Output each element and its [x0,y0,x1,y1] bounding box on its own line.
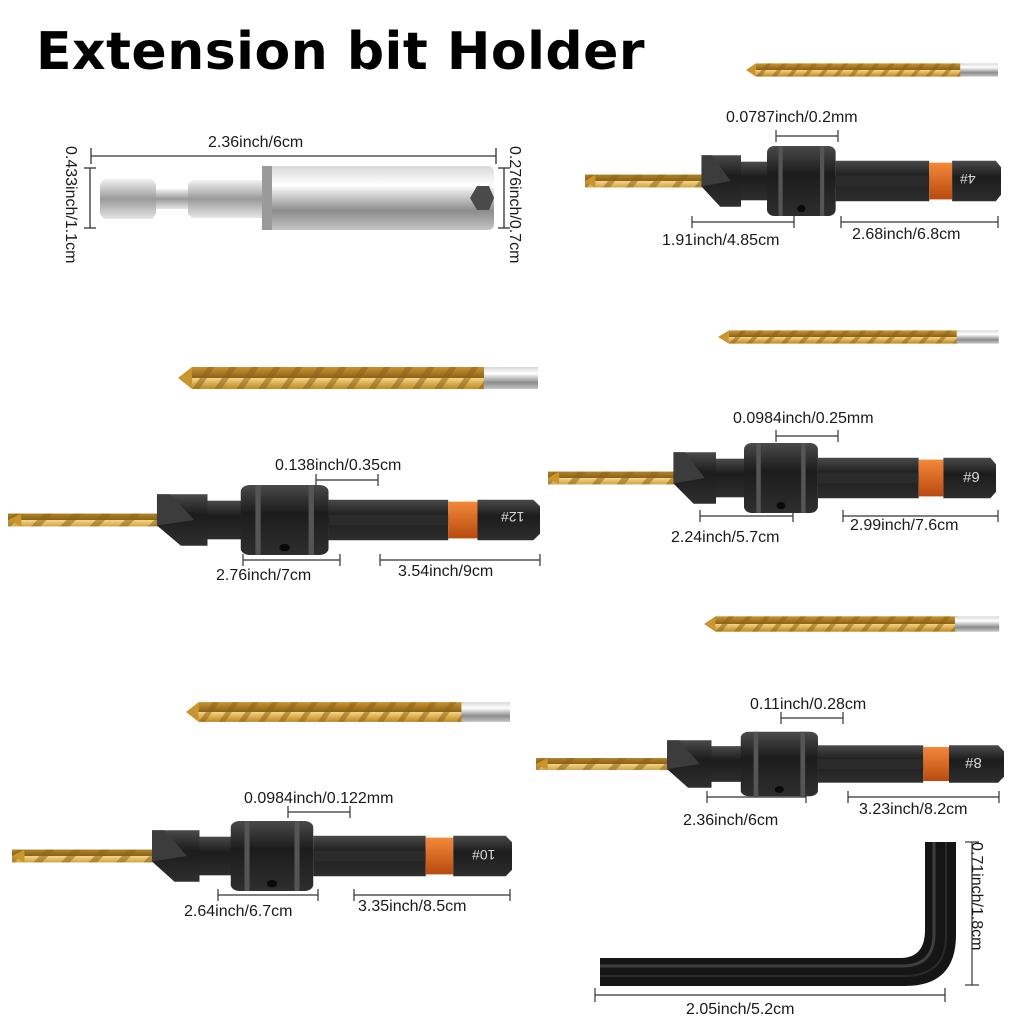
countersink-bit-10 [12,821,512,891]
countersink-bit-6 [548,443,996,513]
csink-10-bit-length-label: 2.64inch/6.7cm [184,903,293,920]
csink-12-collar-label: 0.138inch/0.35cm [275,457,402,474]
csink-4-collar-label: 0.0787inch/0.2mm [726,109,858,126]
csink-10-total-length-label: 3.35inch/8.5cm [358,898,467,915]
countersink-bit-12 [8,485,540,555]
page-title: Extension bit Holder [36,22,646,82]
csink-6-collar-label: 0.0984inch/0.25mm [733,410,874,427]
csink-6-total-length-label: 2.99inch/7.6cm [850,517,959,534]
countersink-bit-8 [536,731,1004,797]
drill-bit-10 [186,702,510,722]
csink-8-bit-length-label: 2.36inch/6cm [683,812,779,829]
holder-socket-diameter-label: 0.276inch/0.7cm [506,146,523,264]
csink-6-bit-length-label: 2.24inch/5.7cm [671,529,780,546]
csink-8-collar-label: 0.11inch/0.28cm [750,696,867,713]
csink-4-marking: 4# [960,171,976,187]
csink-12-total-length-label: 3.54inch/9cm [398,563,494,580]
extension-holder [84,148,510,230]
csink-8-total-length-label: 3.23inch/8.2cm [859,801,968,818]
hex-key-height-label: 0.71inch/1.8cm [968,842,985,951]
hex-key-width-label: 2.05inch/5.2cm [686,1001,795,1018]
csink-8-marking: 8# [965,754,982,771]
csink-6-marking: 6# [963,468,980,485]
csink-12-marking: 12# [501,509,525,525]
csink-4-total-length-label: 2.68inch/6.8cm [852,226,961,243]
csink-4-bit-length-label: 1.91inch/4.85cm [662,232,780,249]
holder-length-label: 2.36inch/6cm [208,134,304,151]
csink-12-bit-length-label: 2.76inch/7cm [216,567,312,584]
csink-10-collar-label: 0.0984inch/0.122mm [244,790,394,807]
csink-10-marking: 10# [472,847,496,863]
drill-bit-4 [746,63,998,77]
dimension-lines [217,130,1000,1002]
countersink-bit-4 [585,146,1001,216]
drill-bit-12 [178,367,538,389]
hex-key [600,842,956,986]
drill-bit-8 [704,616,1000,632]
holder-shank-diameter-label: 0.433inch/1.1cm [62,146,79,264]
drill-bit-6 [718,330,999,344]
